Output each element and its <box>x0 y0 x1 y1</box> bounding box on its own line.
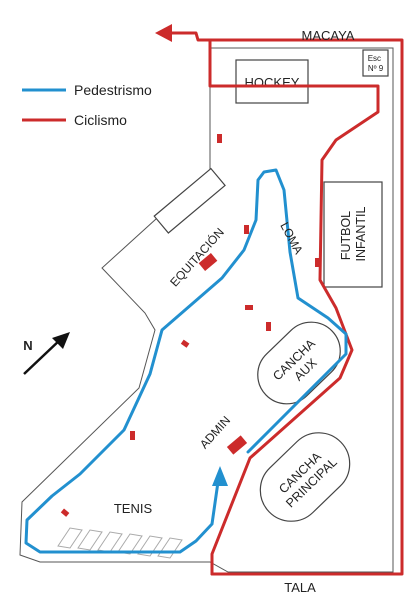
cycling-route-inner <box>208 38 380 576</box>
marker <box>130 431 135 440</box>
futbol-label-line2: INFANTIL <box>354 207 368 262</box>
hockey-label: HOCKEY <box>245 75 300 90</box>
cancha-aux-field <box>257 321 341 405</box>
futbol-infantil-field <box>323 181 383 288</box>
equitacion-marker <box>198 253 218 271</box>
legend-cycling-label: Ciclismo <box>74 112 127 128</box>
admin-label: ADMIN <box>197 413 233 451</box>
marker <box>180 339 190 348</box>
north-arrow-head-icon <box>52 332 70 349</box>
marker <box>315 258 320 267</box>
marker <box>266 322 271 331</box>
park-outline <box>19 47 394 573</box>
north-arrow-icon <box>23 337 63 375</box>
hockey-field <box>235 59 309 104</box>
school-label-line1: Esc <box>368 54 381 63</box>
cycling-arrow-icon <box>155 24 172 42</box>
futbol-label-line1: FUTBOL <box>339 211 353 260</box>
north-label: N <box>23 338 32 353</box>
marker <box>244 225 249 234</box>
futbol-label: FUTBOL INFANTIL <box>339 207 368 262</box>
tenis-label: TENIS <box>114 501 153 516</box>
marker <box>60 508 70 517</box>
marker <box>245 305 253 310</box>
admin-marker <box>226 435 248 455</box>
pedestrian-route <box>24 168 348 554</box>
loma-label: LOMA <box>277 220 305 257</box>
school-box <box>362 49 389 77</box>
cancha-principal-field <box>259 432 351 522</box>
legend: Pedestrismo Ciclismo <box>22 82 152 128</box>
equitacion-area <box>153 167 226 234</box>
route-markers <box>60 134 320 517</box>
cycling-route <box>170 31 404 576</box>
pedestrian-arrow-icon <box>212 466 228 486</box>
school-label: Esc Nº 9 <box>368 54 384 73</box>
street-macaya: MACAYA <box>302 28 355 43</box>
marker <box>217 134 222 143</box>
north-indicator: N <box>23 332 70 375</box>
legend-pedestrian-label: Pedestrismo <box>74 82 152 98</box>
tennis-courts <box>57 527 183 559</box>
school-label-line2: Nº 9 <box>368 64 384 73</box>
street-tala: TALA <box>284 580 316 595</box>
